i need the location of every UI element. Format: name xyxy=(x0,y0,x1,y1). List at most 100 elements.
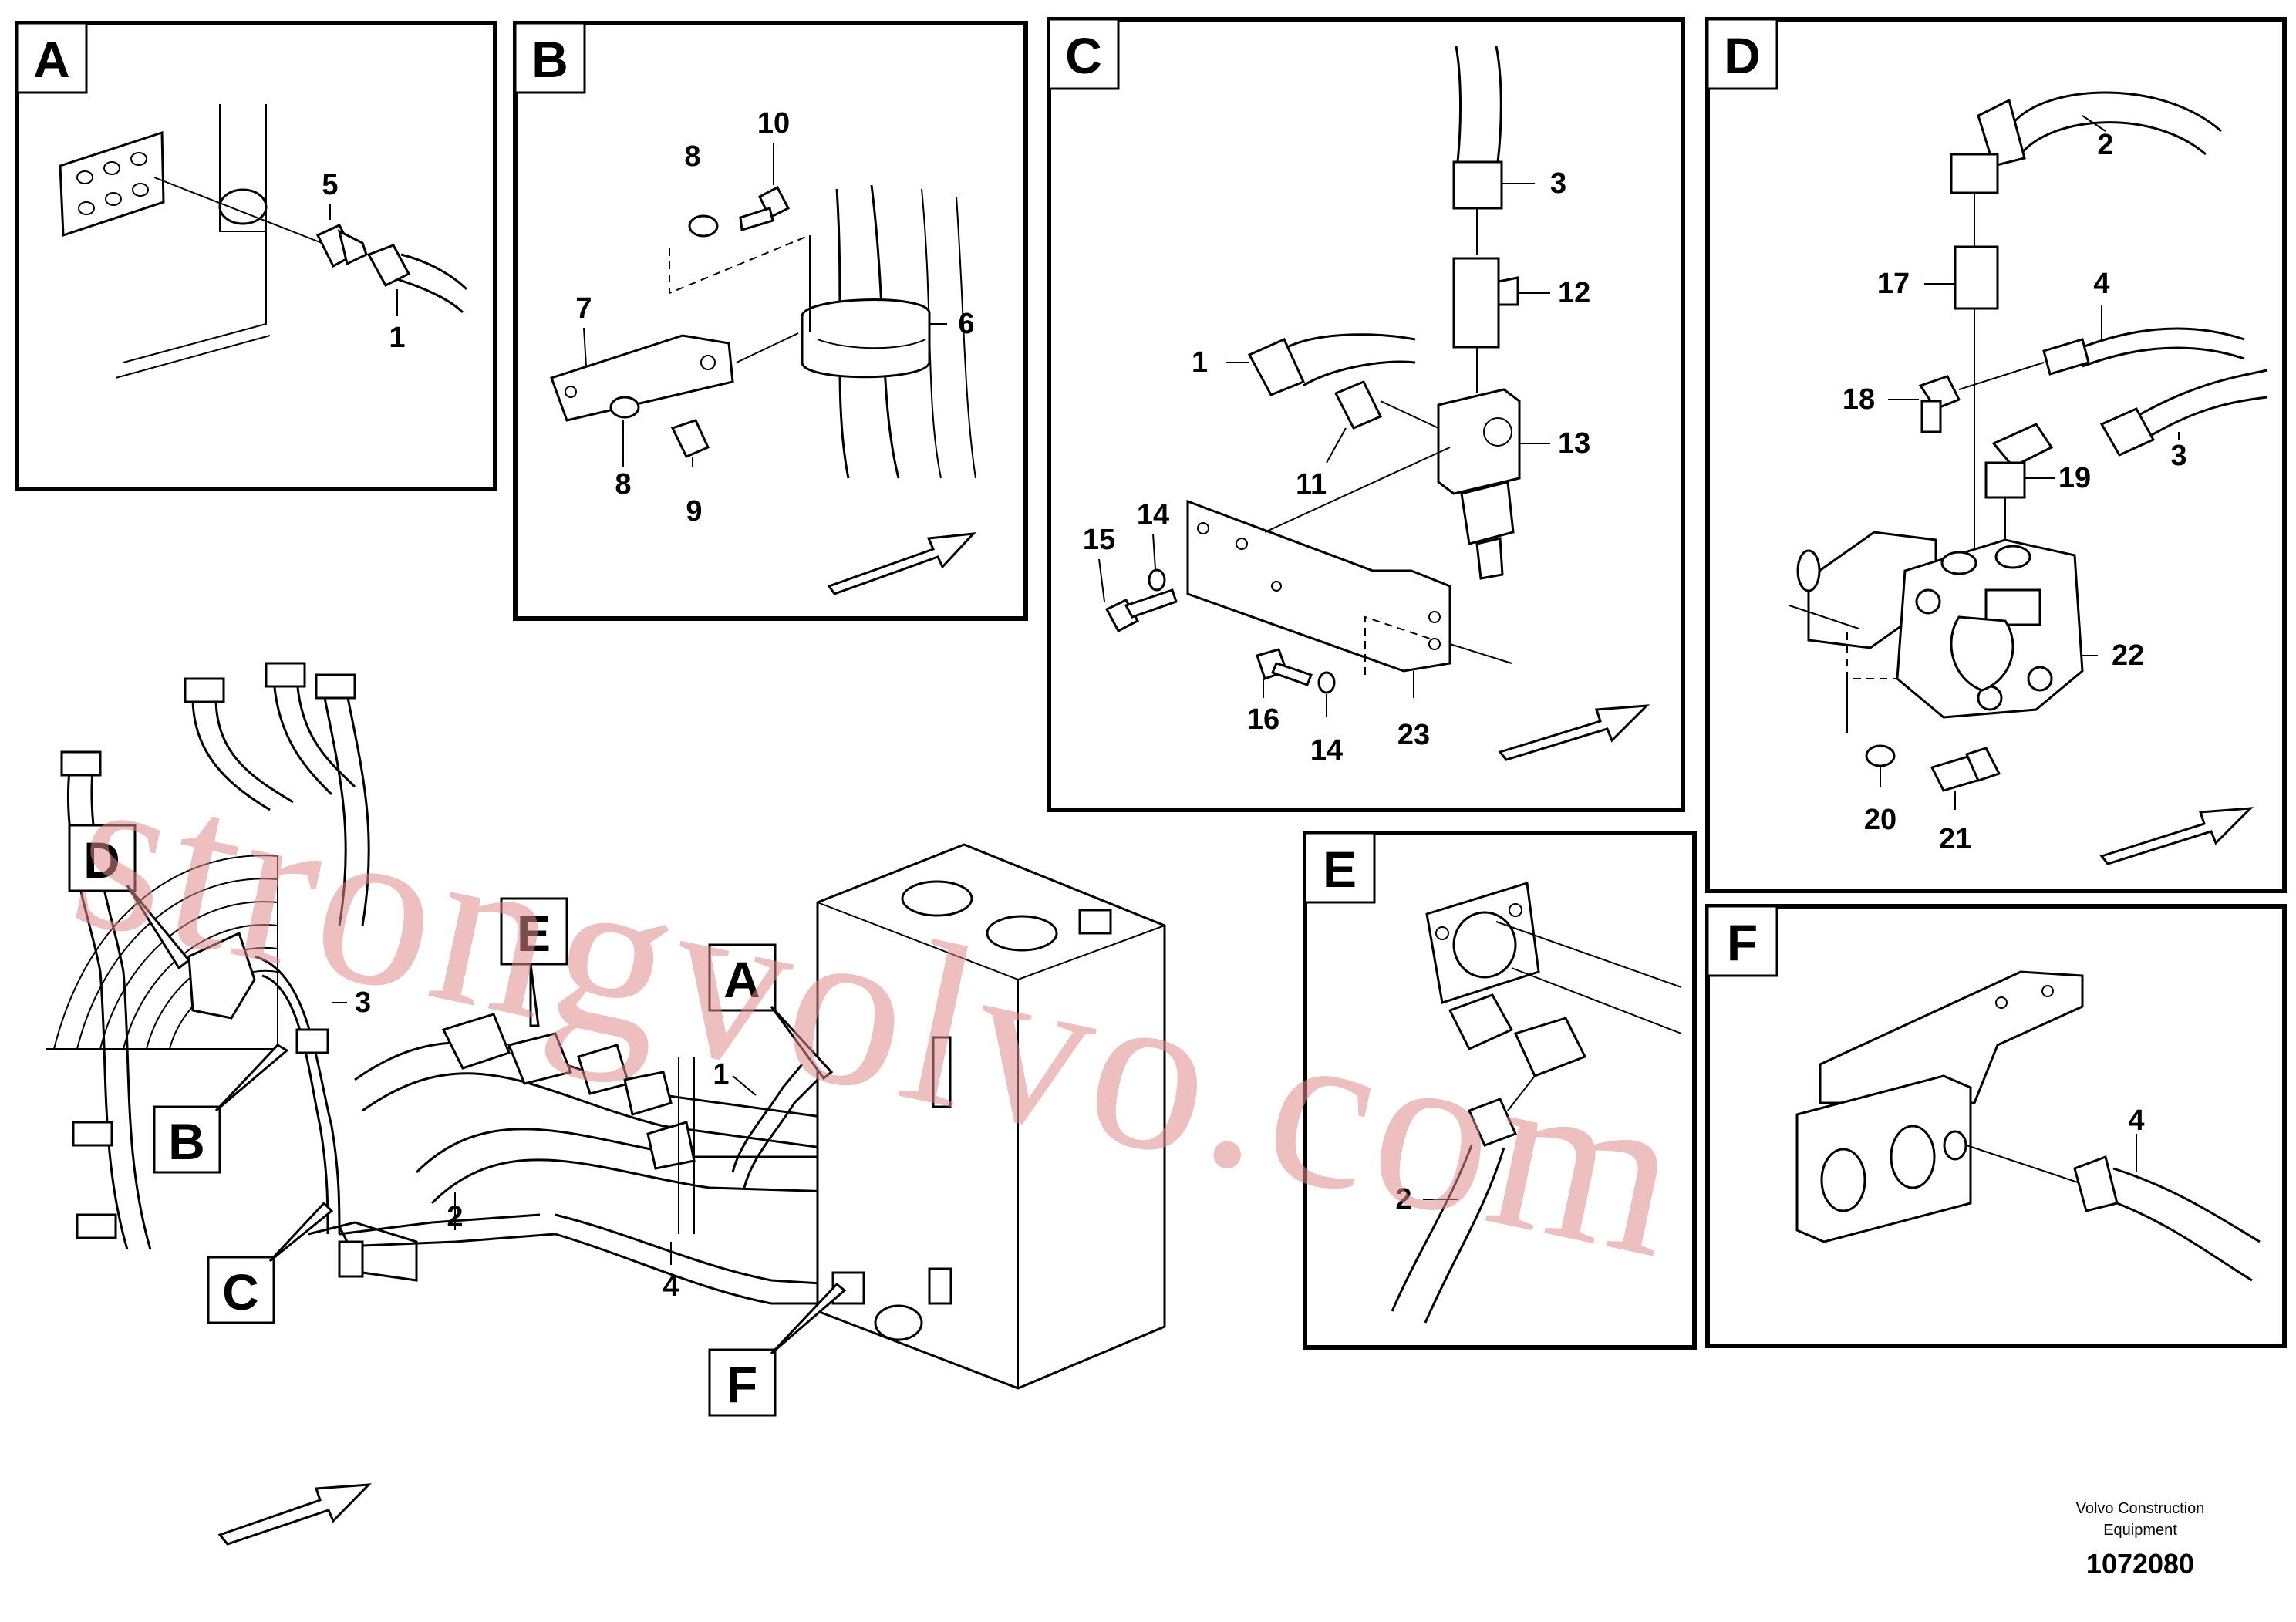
callout-overview-4: 4 xyxy=(663,1270,679,1303)
bracket-23 xyxy=(1186,499,1451,673)
panel-d-tag xyxy=(1706,18,1778,90)
callout-c-1: 1 xyxy=(1192,346,1208,379)
valve-block-13 xyxy=(1437,388,1521,495)
hose-fitting-3 xyxy=(1452,160,1503,210)
overview-label-b xyxy=(153,1105,221,1174)
washer-14-top xyxy=(1148,568,1166,592)
leader-line xyxy=(153,177,332,248)
svg-text:C: C xyxy=(222,1263,259,1320)
callout-c-23: 23 xyxy=(1397,719,1430,751)
callout-b-6: 6 xyxy=(958,308,974,340)
tee-fitting-12 xyxy=(1452,257,1500,349)
callout-b-8-bottom: 8 xyxy=(615,468,631,501)
panel-c: C 3 12 13 1 11 xyxy=(1047,17,1685,812)
callout-a-1: 1 xyxy=(389,322,405,354)
plate-holes xyxy=(76,152,149,215)
panel-b: B 8 10 7 6 8 9 xyxy=(513,21,1028,621)
hose-4-fitting xyxy=(2073,1155,2119,1212)
callout-b-10: 10 xyxy=(757,107,790,140)
callout-c-14-bottom: 14 xyxy=(1310,734,1343,767)
svg-text:F: F xyxy=(727,1356,757,1413)
overview-label-e xyxy=(500,897,568,966)
callout-d-19: 19 xyxy=(2058,462,2091,494)
direction-arrow-d xyxy=(2099,807,2254,865)
callout-c-11: 11 xyxy=(1296,468,1327,501)
washer-14-bottom xyxy=(1317,671,1336,694)
bolt-21 xyxy=(1964,747,2001,782)
pump-d-overview xyxy=(187,931,256,1020)
bracket-7 xyxy=(550,334,734,422)
drawing-number: 1072080 xyxy=(2086,1548,2194,1580)
callout-overview-3: 3 xyxy=(355,986,371,1019)
hose-1 xyxy=(366,244,468,314)
panel-c-tag xyxy=(1047,18,1120,90)
callout-d-2: 2 xyxy=(2097,129,2113,161)
callout-c-15: 15 xyxy=(1083,524,1115,556)
fitting-5 xyxy=(315,224,368,268)
callout-b-7: 7 xyxy=(575,292,592,325)
panel-b-letter: B xyxy=(531,31,568,88)
elbow-19 xyxy=(1991,423,2054,468)
washer-8-bottom xyxy=(609,396,640,419)
callout-d-3: 3 xyxy=(2170,440,2186,472)
panel-f-letter: F xyxy=(1727,914,1758,971)
panel-e-tag xyxy=(1303,831,1376,904)
panel-f-tag xyxy=(1706,905,1778,977)
company-name-line2: Equipment xyxy=(2103,1522,2177,1539)
callout-overview-2: 2 xyxy=(447,1201,463,1233)
callout-c-12: 12 xyxy=(1558,277,1590,309)
callout-c-13: 13 xyxy=(1558,427,1590,460)
callout-a-5: 5 xyxy=(322,169,338,201)
callout-b-8-top: 8 xyxy=(684,140,700,173)
hose-1-end xyxy=(1247,338,1306,396)
washer-8-top xyxy=(688,214,719,238)
elbow-e2 xyxy=(1513,1017,1587,1077)
panel-c-letter: C xyxy=(1065,27,1102,84)
washer-20 xyxy=(1865,744,1896,767)
overview-label-a xyxy=(708,943,777,1012)
callout-f-4: 4 xyxy=(2128,1104,2144,1137)
overview-label-f xyxy=(708,1348,777,1417)
direction-arrow-c xyxy=(1498,704,1650,761)
panel-d: D 2 17 4 18 3 19 xyxy=(1705,17,2287,893)
company-name-line1: Volvo Construction xyxy=(2076,1500,2205,1517)
overview-assembly: 3 1 2 4 xyxy=(46,662,1166,1546)
callout-c-14-top: 14 xyxy=(1137,499,1169,531)
terminal-plate xyxy=(59,130,165,238)
hose-fitting-2 xyxy=(1950,153,1999,194)
filter-housing-e xyxy=(441,1013,696,1170)
bolt-9 xyxy=(670,419,710,458)
pump-22 xyxy=(1796,531,2084,719)
callout-d-20: 20 xyxy=(1864,804,1896,836)
direction-arrow-main xyxy=(217,1483,372,1546)
callout-e-2: 2 xyxy=(1395,1183,1411,1216)
hose-2-fitting xyxy=(1467,1098,1518,1147)
callout-d-4: 4 xyxy=(2093,268,2109,300)
overview-label-d xyxy=(68,824,137,892)
overview-detail-labels: D E A B C F xyxy=(68,824,847,1417)
callout-d-21: 21 xyxy=(1939,823,1971,855)
callout-c-3: 3 xyxy=(1550,167,1566,200)
connector-11 xyxy=(1333,380,1383,430)
callout-overview-1: 1 xyxy=(713,1058,729,1091)
elbow-e1 xyxy=(1448,993,1514,1050)
callout-d-18: 18 xyxy=(1843,383,1875,416)
hose-3-end xyxy=(2099,407,2156,457)
hose-4-end xyxy=(2042,338,2090,376)
clamp-6 xyxy=(801,298,931,379)
panel-e-letter: E xyxy=(1323,841,1357,898)
callout-d-17: 17 xyxy=(1877,268,1910,300)
connector-f xyxy=(1943,1130,1967,1161)
svg-text:A: A xyxy=(723,951,760,1008)
panel-d-letter: D xyxy=(1724,27,1761,84)
title-block: Volvo Construction Equipment 1072080 xyxy=(2076,1500,2205,1580)
svg-text:E: E xyxy=(517,905,551,962)
panel-a-tag xyxy=(15,22,88,94)
panel-e: E 2 xyxy=(1303,831,1697,1350)
direction-arrow-b xyxy=(827,532,976,595)
panel-f: F 4 xyxy=(1705,904,2287,1348)
bolt-10 xyxy=(739,185,791,231)
fitting-17 xyxy=(1954,245,1999,310)
panel-a: A 5 1 xyxy=(15,21,497,491)
